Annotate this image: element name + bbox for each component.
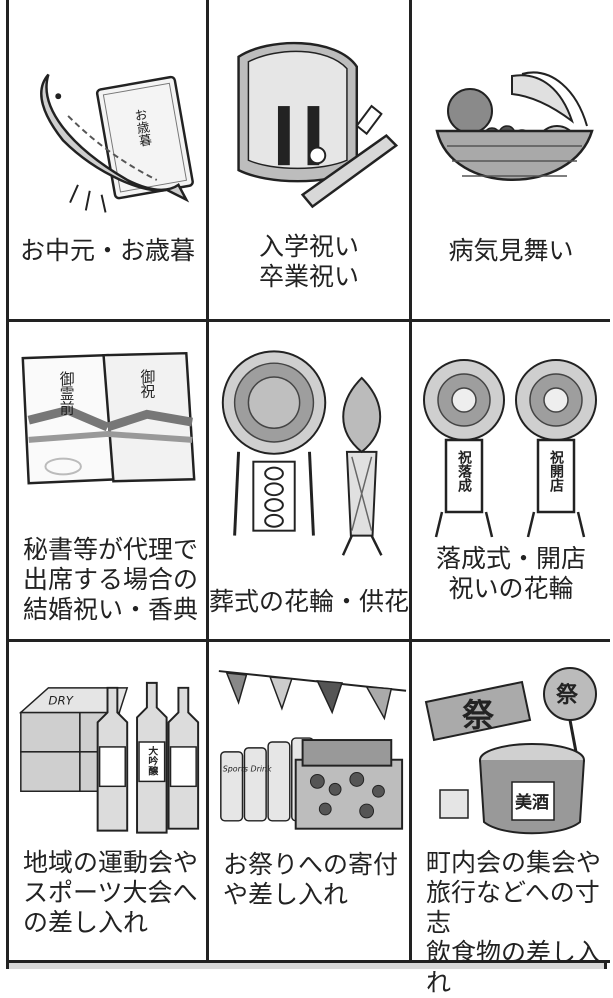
package-text: お歳暮 (130, 107, 152, 149)
occasion-label: 入学祝い 卒業祝い (258, 232, 359, 291)
banner-text: 祭 (462, 696, 495, 734)
occasion-label: 町内会の集会や 旅行などへの寸志 飲食物の差し入れ (426, 848, 602, 997)
envelope-left-text: 御霊前 (58, 371, 75, 417)
occasion-cell-opening-celebration: 祝落成 祝開店 落成式・開店 祝いの花輪 (412, 322, 610, 642)
stand-left-text: 祝落成 (456, 449, 472, 493)
occasion-label: 地域の運動会や スポーツ大会へ の差し入れ (23, 848, 199, 937)
occasion-cell-sports-event: DRY 大吟醸 地域の運動会や スポーツ大会へ の差し入れ (9, 642, 209, 963)
stand-right-text: 祝開店 (548, 449, 564, 493)
occasion-cell-proxy-attendance: 御霊前 御祝 秘書等が代理で 出席する場合の 結婚祝い・香典 (9, 322, 209, 642)
occasion-cell-seasonal-gifts: お歳暮 お中元・お歳暮 (9, 0, 209, 322)
opening-flower-stands-illustration: 祝落成 祝開店 (423, 359, 597, 538)
school-backpack-illustration (237, 41, 399, 209)
occasion-grid: お歳暮 お中元・お歳暮 入学祝い 卒業祝い (6, 0, 610, 997)
occasion-label: 葬式の花輪・供花 (209, 587, 410, 616)
occasion-cell-get-well: 病気見舞い (412, 0, 610, 322)
occasion-cell-funeral-flowers: 葬式の花輪・供花 (209, 322, 412, 642)
occasion-cell-school-celebration: 入学祝い 卒業祝い (209, 0, 412, 322)
beverages-and-sake-illustration: DRY 大吟醸 (18, 681, 200, 834)
occasion-label: 秘書等が代理で 出席する場合の 結婚祝い・香典 (23, 535, 199, 624)
funeral-flower-wreath-illustration (221, 350, 383, 556)
bottom-strip (6, 963, 607, 969)
occasion-cell-neighborhood-gathering: 祭 祭 美酒 町内会の集会や 旅行などへの寸志 飲食物の差し入れ (412, 642, 610, 997)
festival-sake-barrel-illustration: 祭 祭 美酒 (424, 667, 597, 835)
occasion-label: お祭りへの寄付 や差し入れ (223, 850, 399, 909)
bottle-label-text: 大吟醸 (146, 745, 158, 777)
fruit-basket-illustration (435, 71, 594, 181)
festival-drinks-and-bento-illustration: Sports Drink (218, 670, 407, 830)
envelope-right-text: 御祝 (138, 369, 155, 400)
fan-text: 祭 (555, 682, 579, 708)
occasion-label: 落成式・開店 祝いの花輪 (435, 544, 586, 603)
occasion-label: 病気見舞い (448, 236, 574, 265)
gift-envelopes-illustration: 御霊前 御祝 (21, 351, 196, 485)
salmon-and-gift-illustration: お歳暮 (40, 73, 194, 213)
occasion-label: お中元・お歳暮 (19, 236, 195, 265)
occasion-cell-festival-donation: Sports Drink お祭りへの寄付 や差し入れ (209, 642, 412, 963)
gift-occasion-chart: お歳暮 お中元・お歳暮 入学祝い 卒業祝い (6, 0, 610, 997)
barrel-text: 美酒 (515, 792, 549, 813)
carton-text: DRY (48, 694, 73, 708)
drink-label-text: Sports Drink (223, 765, 272, 774)
